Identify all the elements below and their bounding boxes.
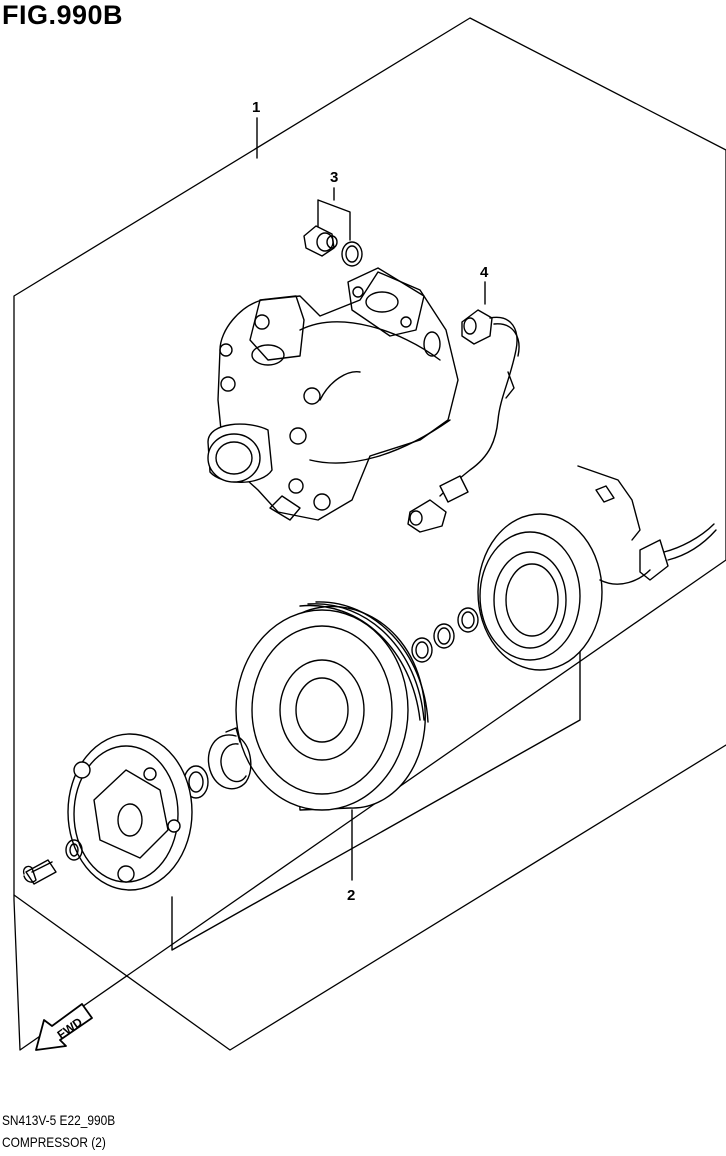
armature-plate-part[interactable] xyxy=(67,733,193,891)
callout-3[interactable]: 3 xyxy=(317,169,351,241)
callout-4-label: 4 xyxy=(480,264,489,281)
figure-title: FIG.990B xyxy=(2,0,124,30)
assembly-frame xyxy=(13,17,726,1051)
diagram-code: SN413V-5 E22_990B xyxy=(2,1112,116,1128)
pulley-part[interactable] xyxy=(235,601,429,811)
compressor-body[interactable] xyxy=(207,267,459,521)
shim-washers[interactable] xyxy=(411,607,479,663)
callout-1[interactable]: 1 xyxy=(252,99,260,159)
fitting-valve-part[interactable] xyxy=(303,225,363,267)
callout-2[interactable]: 2 xyxy=(171,649,581,951)
snap-ring-part[interactable] xyxy=(207,727,252,790)
callout-2-label: 2 xyxy=(347,887,355,904)
sensor-harness-part[interactable] xyxy=(407,309,520,533)
callout-3-label: 3 xyxy=(330,169,338,186)
callout-1-label: 1 xyxy=(252,99,260,116)
forward-direction-arrow: FWD xyxy=(35,1003,93,1051)
assembly-frame-lower xyxy=(13,744,726,1051)
callout-4[interactable]: 4 xyxy=(480,264,489,305)
field-coil-part[interactable] xyxy=(477,465,717,671)
diagram-name: COMPRESSOR (2) xyxy=(2,1134,106,1150)
bolt-part[interactable] xyxy=(22,839,83,885)
